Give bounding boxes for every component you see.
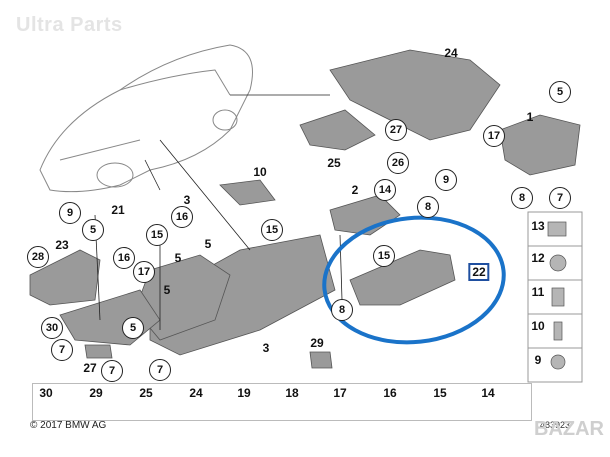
callout-16: 15 <box>261 219 283 241</box>
part-1-wheel-arch <box>499 114 581 176</box>
copyright-text: © 2017 BMW AG <box>30 420 107 431</box>
part-8-strip <box>219 179 276 206</box>
fastener-strip-frame <box>32 383 532 421</box>
callout-30: 30 <box>41 317 63 339</box>
callout-14: 14 <box>374 179 396 201</box>
part-23-bracket <box>299 109 376 151</box>
callout-19: 16 <box>171 206 193 228</box>
side-num-12: 12 <box>531 251 545 265</box>
callout-12-left: 9 <box>59 202 81 224</box>
strip-num-30: 30 <box>39 386 53 400</box>
callout-1: 1 <box>526 110 534 124</box>
callout-9-bottom2: 7 <box>149 359 171 381</box>
callout-13-left: 5 <box>82 219 104 241</box>
callout-24: 26 <box>387 152 409 174</box>
callout-25: 27 <box>385 119 407 141</box>
strip-num-19: 19 <box>237 386 251 400</box>
fastener-9-screw <box>550 354 566 370</box>
callout-20: 23 <box>55 238 69 252</box>
callout-28: 29 <box>310 336 324 350</box>
strip-num-24: 24 <box>189 386 203 400</box>
callout-8: 10 <box>253 165 267 179</box>
callout-10-low: 8 <box>331 299 353 321</box>
fastener-12-nut <box>549 254 567 272</box>
part-28-pad <box>309 351 333 369</box>
leader-lines <box>94 94 343 330</box>
part-22-cover <box>349 249 456 306</box>
callout-9-bottom: 7 <box>101 360 123 382</box>
part-21-underbody-shield <box>329 49 501 141</box>
callout-13-top: 5 <box>549 81 571 103</box>
callout-6: 5 <box>174 251 182 265</box>
callout-5: 5 <box>204 237 212 251</box>
strip-num-15: 15 <box>433 386 447 400</box>
callout-9-left: 7 <box>51 339 73 361</box>
callout-13-low: 5 <box>122 317 144 339</box>
strip-num-14: 14 <box>481 386 495 400</box>
callout-21: 24 <box>444 46 458 60</box>
callout-15: 15 <box>373 245 395 267</box>
callout-29: 28 <box>27 246 49 268</box>
highlight-ellipse <box>322 215 506 345</box>
callout-18-mid: 17 <box>133 261 155 283</box>
callout-7: 3 <box>183 193 191 207</box>
side-num-11: 11 <box>531 285 545 299</box>
callout-15-small: 15 <box>146 224 168 246</box>
callout-10-upper: 8 <box>511 187 533 209</box>
callout-26: 21 <box>111 203 125 217</box>
callout-10-mid: 8 <box>417 196 439 218</box>
part-27-pad <box>84 344 113 359</box>
fastener-10-rivet <box>553 321 563 341</box>
callout-18-top: 17 <box>483 125 505 147</box>
callout-12-upper: 9 <box>435 169 457 191</box>
callout-2: 2 <box>351 183 359 197</box>
callout-4: 5 <box>163 283 171 297</box>
fastener-11-clip <box>551 287 565 307</box>
side-num-13: 13 <box>531 219 545 233</box>
strip-num-25: 25 <box>139 386 153 400</box>
car-outline <box>39 44 253 193</box>
strip-num-16: 16 <box>383 386 397 400</box>
callout-23: 25 <box>327 156 341 170</box>
callout-9-upper: 7 <box>549 187 571 209</box>
part-20-panel <box>29 249 101 306</box>
callout-3: 3 <box>262 341 270 355</box>
strip-num-18: 18 <box>285 386 299 400</box>
callout-17: 16 <box>113 247 135 269</box>
callout-22-boxed: 22 <box>468 263 490 281</box>
side-num-9: 9 <box>534 353 542 367</box>
strip-num-29: 29 <box>89 386 103 400</box>
callout-27: 27 <box>83 361 97 375</box>
fastener-13-clip <box>547 221 567 237</box>
watermark-text: Ultra Parts <box>16 14 123 36</box>
strip-num-17: 17 <box>333 386 347 400</box>
corner-watermark: BAZAR <box>534 418 604 440</box>
side-num-10: 10 <box>531 319 545 333</box>
document-number: 483923 <box>540 420 571 430</box>
